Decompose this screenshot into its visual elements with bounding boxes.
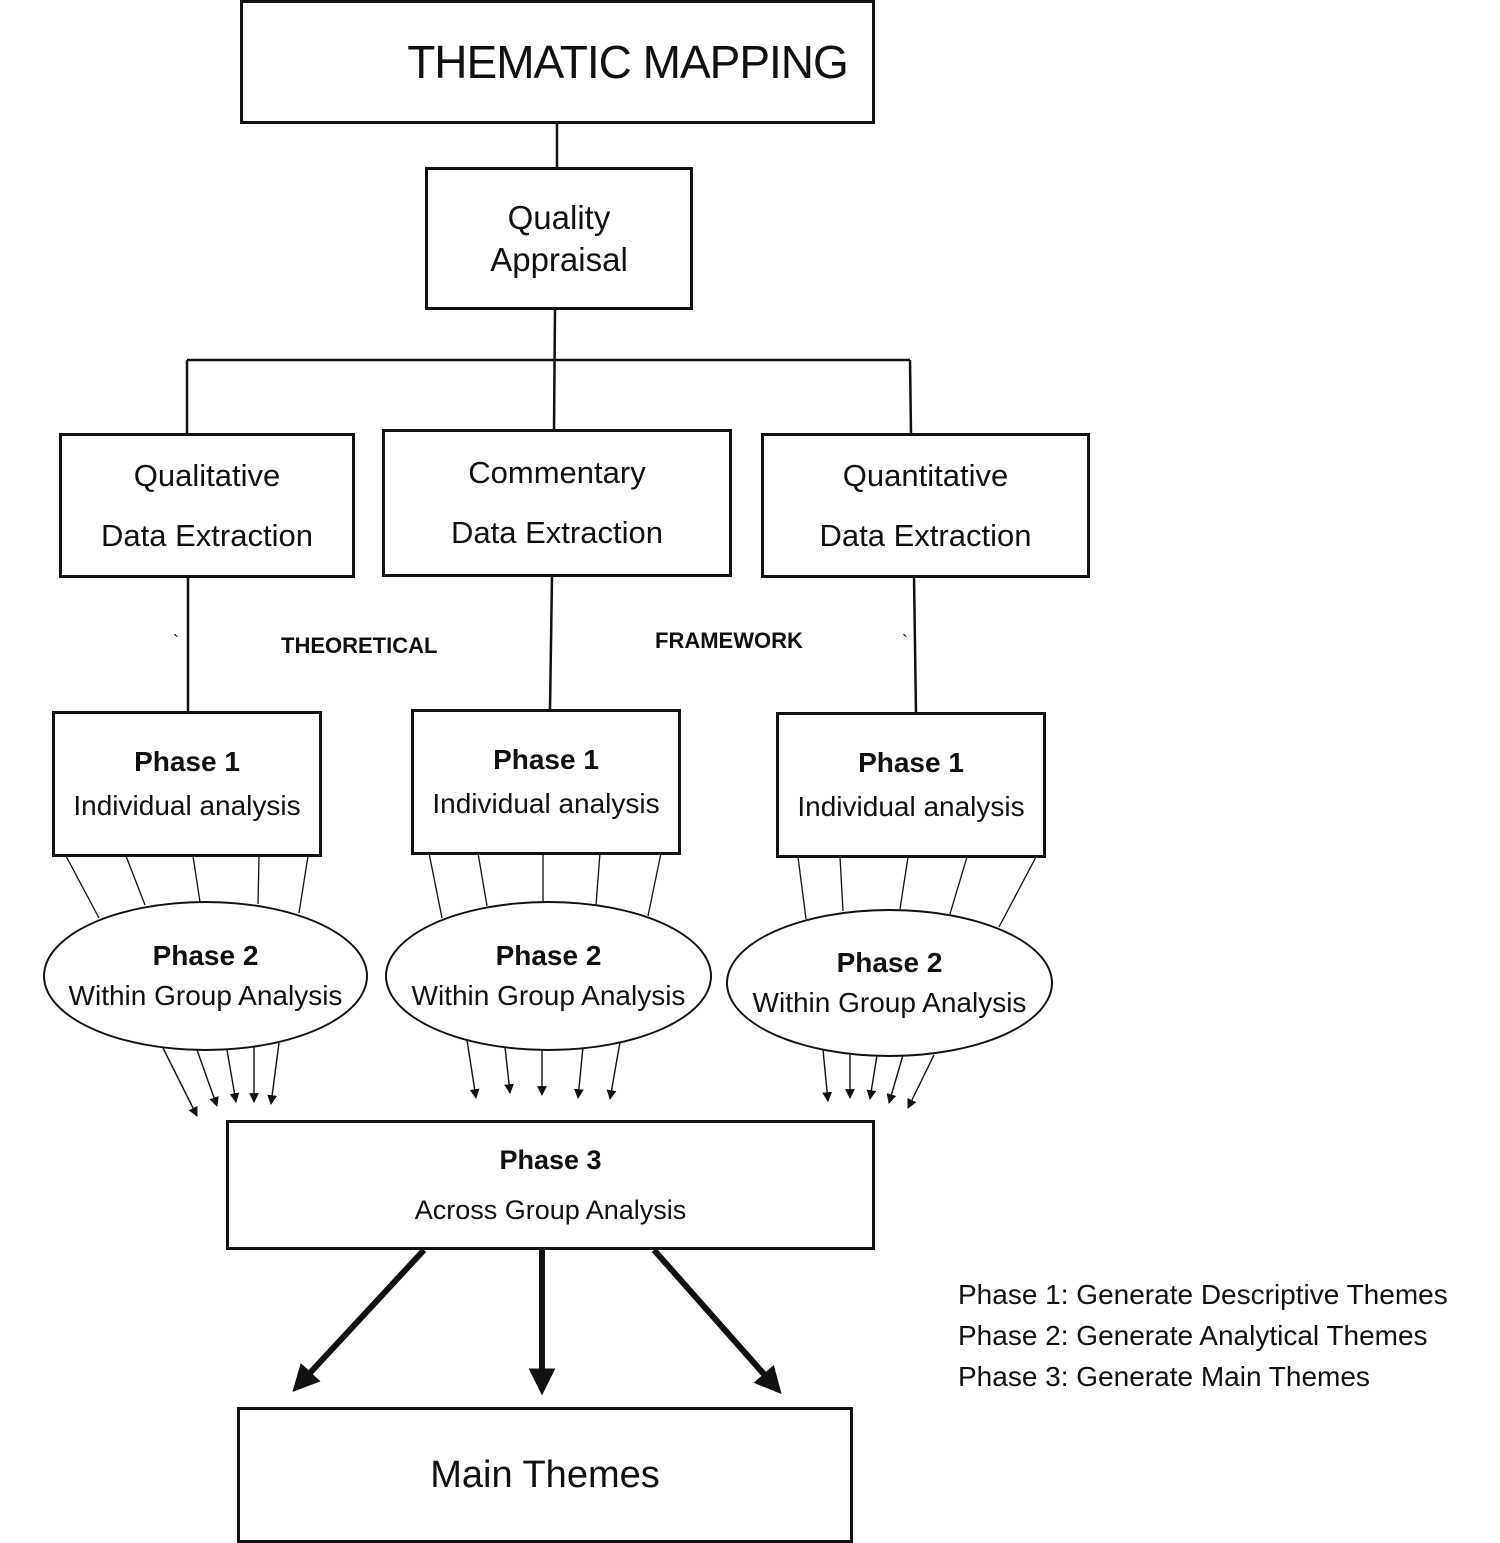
arrow-left bbox=[292, 1247, 427, 1392]
legend-item-phase1: Phase 1: Generate Descriptive Themes bbox=[958, 1279, 1448, 1310]
connector-quality-to-bus bbox=[552, 309, 557, 431]
phase1-box-quantitative: Phase 1 Individual analysis bbox=[776, 712, 1046, 858]
arrow bbox=[866, 1054, 878, 1100]
connector-bus-to-quantitative bbox=[908, 359, 913, 435]
phase2-ellipse-commentary: Phase 2 Within Group Analysis bbox=[385, 901, 712, 1051]
quality-appraisal-box: Quality Appraisal bbox=[425, 167, 693, 310]
extraction-label: Data Extraction bbox=[101, 517, 313, 553]
theoretical-label: THEORETICAL bbox=[281, 633, 438, 658]
phase1-title: Phase 1 bbox=[858, 747, 964, 778]
phase1-subtitle: Individual analysis bbox=[73, 790, 301, 821]
arrow bbox=[196, 1049, 219, 1107]
framework-label: FRAMEWORK bbox=[655, 628, 803, 653]
extraction-type: Commentary bbox=[468, 455, 646, 490]
extraction-type: Qualitative bbox=[133, 457, 281, 493]
phase1-title: Phase 1 bbox=[493, 744, 599, 775]
arrows-right-phase2-to-phase3 bbox=[822, 1049, 935, 1109]
phase2-subtitle: Within Group Analysis bbox=[68, 980, 343, 1011]
main-themes-box: Main Themes bbox=[237, 1407, 853, 1543]
diagram-title: THEMATIC MAPPING bbox=[407, 36, 849, 88]
phase2-title: Phase 2 bbox=[836, 947, 943, 978]
quality-appraisal-line2: Appraisal bbox=[490, 240, 628, 278]
phase2-title: Phase 2 bbox=[152, 940, 259, 971]
arrows-left-phase2-to-phase3 bbox=[162, 1042, 280, 1117]
arrow bbox=[162, 1047, 198, 1117]
phase2-subtitle: Within Group Analysis bbox=[411, 980, 686, 1011]
arrows-phase3-to-main-themes bbox=[292, 1247, 782, 1396]
connectors-left-phase1-to-phase2 bbox=[65, 855, 309, 919]
qualitative-extraction-box: Qualitative Data Extraction bbox=[59, 433, 355, 578]
arrow bbox=[573, 1046, 584, 1099]
main-themes-label: Main Themes bbox=[430, 1453, 660, 1496]
phase2-title: Phase 2 bbox=[495, 940, 602, 971]
arrow bbox=[822, 1049, 833, 1102]
arrow bbox=[466, 1039, 480, 1099]
connector-quantitative-to-phase1 bbox=[912, 576, 918, 714]
commentary-extraction-box: Commentary Data Extraction bbox=[382, 429, 732, 577]
connector-commentary-to-phase1 bbox=[548, 575, 554, 711]
arrow bbox=[504, 1046, 514, 1094]
arrow-right bbox=[651, 1248, 782, 1395]
phase1-box-qualitative: Phase 1 Individual analysis bbox=[52, 711, 322, 857]
phase1-title: Phase 1 bbox=[134, 746, 240, 777]
arrow bbox=[267, 1042, 280, 1105]
stray-mark-right: ` bbox=[902, 632, 908, 652]
quantitative-extraction-box: Quantitative Data Extraction bbox=[761, 433, 1090, 578]
arrow bbox=[907, 1054, 935, 1109]
extraction-type: Quantitative bbox=[842, 457, 1009, 493]
phase1-subtitle: Individual analysis bbox=[432, 788, 660, 819]
phase3-subtitle: Across Group Analysis bbox=[414, 1195, 687, 1225]
phase1-box-commentary: Phase 1 Individual analysis bbox=[411, 709, 681, 855]
phase1-subtitle: Individual analysis bbox=[797, 791, 1025, 822]
connectors-middle-phase1-to-phase2 bbox=[428, 852, 662, 919]
phase3-title: Phase 3 bbox=[499, 1145, 602, 1175]
stray-mark-left: ` bbox=[173, 632, 179, 652]
quality-appraisal-line1: Quality bbox=[507, 198, 611, 236]
legend-item-phase2: Phase 2: Generate Analytical Themes bbox=[958, 1320, 1428, 1351]
connectors-right-phase1-to-phase2 bbox=[797, 856, 1037, 928]
extraction-label: Data Extraction bbox=[819, 517, 1032, 553]
arrow bbox=[606, 1041, 621, 1100]
extraction-label: Data Extraction bbox=[451, 515, 663, 550]
legend-item-phase3: Phase 3: Generate Main Themes bbox=[958, 1361, 1370, 1392]
arrow bbox=[886, 1054, 904, 1104]
phase3-box: Phase 3 Across Group Analysis bbox=[226, 1120, 875, 1250]
phase-legend: Phase 1: Generate Descriptive Themes Pha… bbox=[958, 1274, 1448, 1397]
title-box: THEMATIC MAPPING bbox=[240, 0, 875, 124]
arrows-middle-phase2-to-phase3 bbox=[466, 1039, 621, 1100]
phase2-ellipse-quantitative: Phase 2 Within Group Analysis bbox=[726, 909, 1053, 1057]
arrow bbox=[226, 1049, 240, 1103]
phase2-subtitle: Within Group Analysis bbox=[752, 987, 1027, 1018]
phase2-ellipse-qualitative: Phase 2 Within Group Analysis bbox=[43, 901, 368, 1051]
